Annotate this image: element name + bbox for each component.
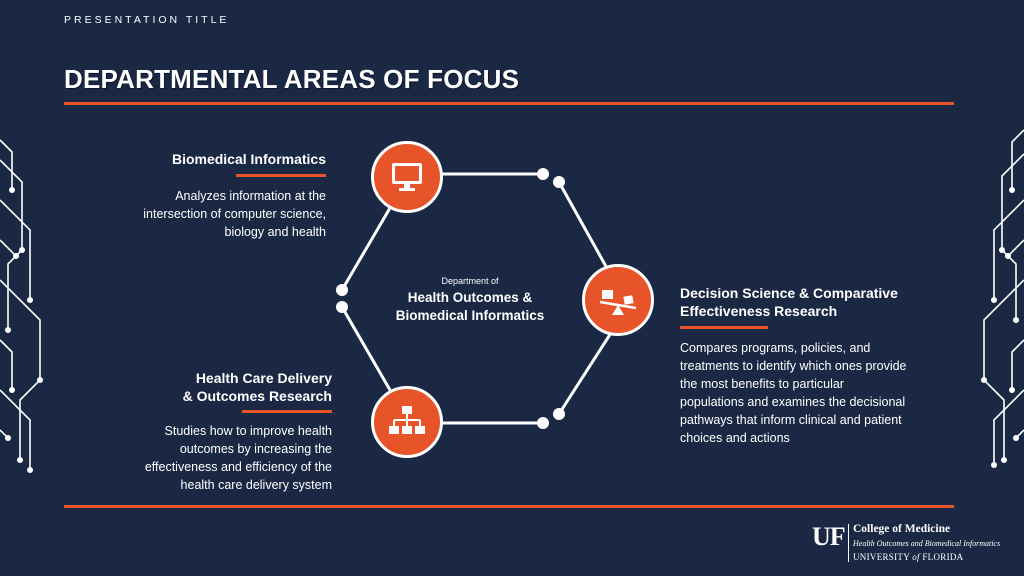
logo-divider — [848, 524, 849, 562]
biomedical-desc-line: biology and health — [224, 225, 326, 239]
connector-node — [537, 417, 549, 429]
decision-desc-line: pathways that inform clinical and patien… — [680, 413, 902, 427]
heading-underline — [242, 410, 332, 413]
delivery-title-line: & Outcomes Research — [182, 388, 332, 404]
delivery-icon-circle — [371, 386, 443, 458]
biomedical-desc-line: Analyzes information at the — [175, 189, 326, 203]
slide-title: DEPARTMENTAL AREAS OF FOCUS — [64, 64, 520, 94]
connector-node — [336, 284, 348, 296]
delivery-title-line: Health Care Delivery — [195, 370, 332, 386]
biomedical-desc-line: intersection of computer science, — [143, 207, 326, 221]
connector-node — [537, 168, 549, 180]
department-center-label: Department of Health Outcomes & Biomedic… — [360, 276, 580, 325]
delivery-desc-line: Studies how to improve health — [164, 424, 332, 438]
department-name-line2: Biomedical Informatics — [395, 308, 545, 323]
department-logo-label: Health Outcomes and Biomedical Informati… — [853, 539, 1001, 548]
heading-underline — [680, 326, 768, 329]
delivery-desc-line: health care delivery system — [180, 478, 332, 492]
health-care-delivery-block: Health Care Delivery & Outcomes Research… — [96, 369, 332, 494]
decision-icon-circle — [582, 264, 654, 336]
biomedical-informatics-block: Biomedical Informatics Analyzes informat… — [90, 150, 326, 241]
presentation-title: PRESENTATION TITLE — [64, 14, 230, 26]
footer-divider — [64, 505, 954, 508]
org-chart-icon — [389, 406, 425, 434]
biomedical-icon-circle — [371, 141, 443, 213]
department-name-line1: Health Outcomes & — [407, 290, 533, 305]
delivery-desc-line: outcomes by increasing the — [179, 442, 332, 456]
uf-logo: UF College of Medicine Health Outcomes a… — [812, 520, 1017, 566]
circuit-decoration-right — [981, 129, 1024, 468]
college-of-medicine-label: College of Medicine — [853, 523, 951, 535]
biomedical-informatics-title: Biomedical Informatics — [171, 151, 326, 167]
uf-logo-mark: UF — [812, 522, 846, 551]
connector-node — [553, 408, 565, 420]
decision-desc-line: populations and examines the decisional — [680, 395, 906, 409]
decision-science-block: Decision Science & Comparative Effective… — [680, 284, 970, 447]
decision-desc-line: choices and actions — [680, 431, 790, 445]
connector-node — [336, 301, 348, 313]
department-of-label: Department of — [441, 276, 499, 286]
title-divider — [64, 102, 954, 105]
monitor-icon — [392, 163, 422, 191]
circuit-decoration-left — [0, 139, 43, 473]
connector-node — [553, 176, 565, 188]
delivery-desc-line: effectiveness and efficiency of the — [144, 460, 332, 474]
decision-science-title-line: Decision Science & Comparative — [680, 285, 898, 301]
balance-scale-icon — [599, 290, 637, 315]
decision-desc-line: Compares programs, policies, and — [680, 341, 871, 355]
heading-underline — [236, 174, 326, 177]
university-label: UNIVERSITY of FLORIDA — [853, 552, 964, 562]
decision-desc-line: treatments to identify which ones provid… — [680, 359, 907, 373]
decision-desc-line: the most benefits to particular — [680, 377, 844, 391]
decision-science-title-line: Effectiveness Research — [680, 303, 838, 319]
